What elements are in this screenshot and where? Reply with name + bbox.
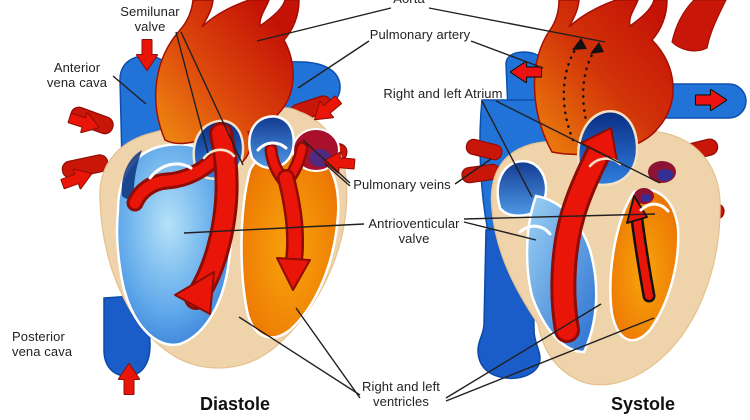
leader-line-ventricles-right-2 — [445, 317, 655, 402]
label-pulmonary-veins: Pulmonary veins — [353, 177, 451, 192]
label-anterior-vena-cava: Anterior vena cava — [46, 60, 108, 90]
leader-line-atrium-2 — [495, 100, 661, 184]
blood-flow-arrow-right-ventricle — [126, 122, 239, 315]
label-pulmonary-artery: Pulmonary artery — [369, 27, 471, 42]
leader-line-pulmonary-veins-1 — [302, 139, 351, 184]
label-right-left-atrium: Right and left Atrium — [383, 86, 503, 101]
atrium-shadow — [121, 150, 142, 200]
diastole-heart-illustration — [58, 0, 356, 395]
label-posterior-vena-cava: Posterior vena cava — [12, 329, 73, 359]
blood-flow-arrow-left-ventricle — [264, 141, 311, 291]
aorta-arch-stub — [671, 0, 727, 52]
leader-line-av-valve-right-2 — [463, 213, 656, 220]
label-aorta: Aorta — [379, 0, 439, 6]
leader-line-ventricles-left-2 — [295, 307, 361, 399]
leader-line-semilunar-2 — [180, 31, 244, 166]
leader-line-pulmonary-artery-left — [297, 40, 370, 89]
systole-heart-illustration — [461, 0, 747, 386]
leader-line-aorta-left — [256, 7, 392, 42]
valve-lines — [148, 141, 288, 180]
leader-line-atrium-1 — [481, 100, 533, 198]
aorta-shape — [533, 0, 674, 156]
blood-flow-arrow-up-main — [550, 127, 618, 343]
leader-line-semilunar-1 — [175, 31, 209, 154]
caption-diastole: Diastole — [199, 394, 271, 414]
leader-line-ventricles-right-1 — [445, 303, 602, 399]
label-right-left-ventricles: Right and left ventricles — [361, 379, 440, 409]
leader-line-anterior-vena-cava — [112, 75, 147, 105]
leader-line-av-valve-left — [183, 223, 365, 234]
leader-lines — [112, 7, 661, 402]
dashed-flow-arrows — [562, 38, 604, 142]
caption-systole: Systole — [610, 394, 676, 414]
leader-line-av-valve-right-1 — [463, 221, 537, 241]
left-atrium-chamber — [634, 161, 676, 204]
leader-line-ventricles-left-1 — [238, 316, 361, 396]
leader-line-aorta-right — [428, 7, 606, 43]
leader-line-pulmonary-veins-3 — [454, 158, 492, 185]
label-semilunar-valve: Semilunar valve — [120, 4, 180, 34]
blood-flow-arrow-up-small — [626, 195, 656, 303]
label-antrioventicular-valve: Antrioventicular valve — [368, 216, 460, 246]
leader-line-pulmonary-veins-2 — [324, 163, 351, 187]
leader-line-pulmonary-artery-right — [470, 40, 544, 69]
